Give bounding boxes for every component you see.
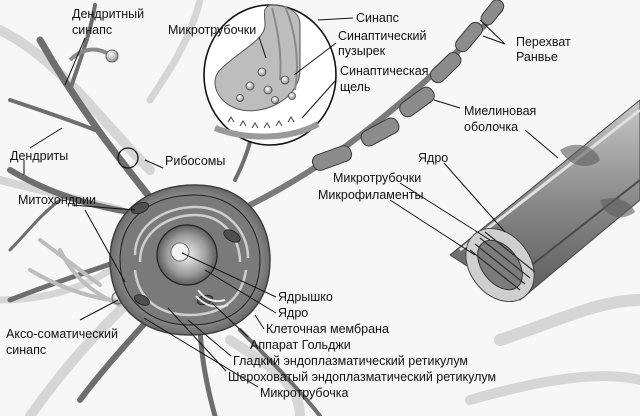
label-microtubules-top: Микротрубочки: [168, 23, 256, 37]
cell-body: [109, 184, 271, 336]
label-synapse: Синапс: [356, 11, 399, 25]
label-axo-somatic-line1: Аксо-соматический: [6, 327, 118, 341]
label-mitochondria: Митохондрии: [18, 193, 96, 207]
label-synaptic-vesicle-line1: Синаптический: [338, 29, 427, 43]
label-microfilaments: Микрофиламенты: [318, 188, 423, 202]
label-smooth-er: Гладкий эндоплазматический ретикулум: [233, 354, 468, 368]
myelin-segments: [311, 0, 505, 171]
label-dendritic-synapse-line2: синапс: [72, 23, 112, 37]
label-node-of-ranvier-line1: Перехват: [516, 35, 571, 49]
golgi-shapes: [195, 289, 229, 308]
synaptic-vesicles: [236, 67, 296, 104]
labels: Дендритный синапс Микротрубочки Синапс С…: [6, 7, 571, 400]
label-axo-somatic-line2: синапс: [6, 343, 46, 357]
label-nucleolus: Ядрышко: [278, 290, 333, 304]
axon: [247, 0, 505, 208]
label-ribosomes: Рибосомы: [165, 154, 225, 168]
label-myelin-line1: Миелиновая: [464, 104, 536, 118]
label-cell-membrane: Клеточная мембрана: [266, 322, 389, 336]
axon-cutaway: [449, 99, 640, 303]
label-myelin-line2: оболочка: [464, 120, 518, 134]
synapse-inset: [203, 4, 337, 146]
label-golgi: Аппарат Гольджи: [250, 338, 351, 352]
receptors: [227, 116, 295, 129]
axo-somatic-fibers: [28, 238, 122, 307]
label-synaptic-vesicle-line2: пузырек: [338, 44, 386, 58]
leader-lines: [23, 17, 559, 388]
mitochondria-shapes: [130, 201, 241, 306]
label-microtubules-mid: Микротрубочки: [333, 171, 421, 185]
nucleolus-shape: [170, 242, 190, 262]
dendritic-synapse-terminal: [68, 47, 119, 63]
label-dendrites: Дендриты: [10, 149, 68, 163]
label-node-of-ranvier-line2: Ранвье: [516, 50, 558, 64]
label-synaptic-cleft-line2: щель: [340, 80, 371, 94]
label-microtubule: Микротрубочка: [260, 386, 349, 400]
label-dendritic-synapse-line1: Дендритный: [72, 7, 144, 21]
ribosome-highlight: [117, 147, 139, 169]
label-nucleus-right: Ядро: [418, 151, 448, 165]
label-synaptic-cleft-line1: Синаптическая: [340, 64, 429, 78]
label-rough-er: Шероховатый эндоплазматический ретикулум: [228, 370, 496, 384]
label-nucleus: Ядро: [278, 306, 308, 320]
